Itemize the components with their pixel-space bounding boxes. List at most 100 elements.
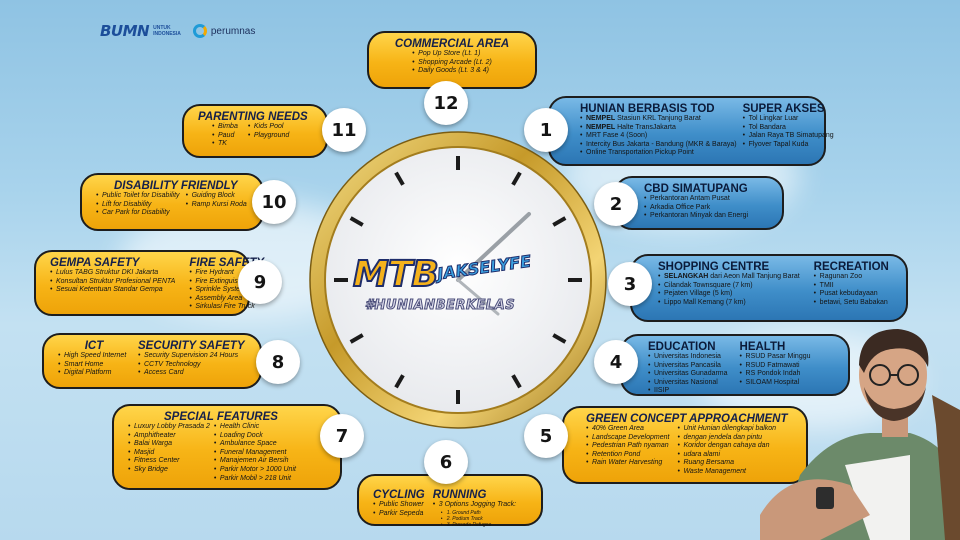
list-item: Pedestrian Path nyaman: [586, 442, 669, 451]
list-item: Public Toilet for Disability: [96, 192, 180, 201]
number-badge-10: 10: [252, 180, 296, 224]
item-list: Luxury Lobby Prasada 2 Amphitheater Bala…: [128, 423, 210, 483]
panel-title: CBD SIMATUPANG: [644, 183, 748, 195]
list-item: Luxury Lobby Prasada 2: [128, 423, 210, 432]
list-item: Ambulance Space: [214, 440, 296, 449]
item-list: Universitas Indonesia Universitas Pancas…: [648, 353, 728, 396]
list-item: Parkir Mobil > 218 Unit: [214, 475, 296, 484]
list-item: Universitas Gunadarma: [648, 370, 728, 379]
mtb-brand: MTB JAKSELYFE #HUNIANBERKELAS: [345, 248, 545, 328]
number-badge-9: 9: [238, 260, 282, 304]
list-item: Koridor dengan cahaya dan: [677, 442, 776, 451]
list-item: Ramp Kursi Roda: [186, 201, 247, 210]
list-item: Paud: [212, 132, 238, 141]
number-badge-3: 3: [608, 262, 652, 306]
panel-special-features: SPECIAL FEATURES Luxury Lobby Prasada 2 …: [112, 404, 342, 490]
list-item: Parkir Motor > 1000 Unit: [214, 466, 296, 475]
list-item: Playground: [248, 132, 289, 141]
list-item: RS Pondok Indah: [740, 370, 811, 379]
item-list: Unit Hunian dilengkapi balkon dengan jen…: [677, 425, 776, 477]
list-item: TK: [212, 140, 238, 149]
number-badge-8: 8: [256, 340, 300, 384]
panel-education-health: EDUCATION Universitas Indonesia Universi…: [620, 334, 850, 396]
panel-title: RECREATION: [813, 261, 889, 273]
list-item: IISIP: [648, 387, 728, 396]
panel-title: ICT: [84, 340, 104, 352]
list-item: Funeral Management: [214, 449, 296, 458]
list-item: Pop Up Store (Lt. 1): [412, 50, 492, 59]
list-item: Fire Extinguisher: [189, 278, 264, 287]
list-item: Masjid: [128, 449, 210, 458]
panel-tod-super-akses: HUNIAN BERBASIS TOD NEMPEL Stasiun KRL T…: [548, 96, 834, 166]
item-list: 3 Options Jogging Track: 1. Ground Path …: [433, 501, 516, 528]
list-item: 3 Options Jogging Track:: [433, 501, 516, 510]
list-item: Balai Warga: [128, 440, 210, 449]
clock-tick: [511, 374, 522, 389]
list-item: Fire Hydrant: [189, 269, 264, 278]
minute-hand: [456, 212, 531, 282]
list-item: Smart Home: [58, 361, 130, 370]
list-item: Manajemen Air Bersih: [214, 457, 296, 466]
clock-ticks: [334, 156, 582, 404]
panel-title: HUNIAN BERBASIS TOD: [580, 103, 715, 115]
perumnas-icon: [192, 24, 207, 38]
list-item: Online Transportation Pickup Point: [580, 149, 737, 158]
number-badge-6: 6: [424, 440, 468, 484]
list-item: Universitas Indonesia: [648, 353, 728, 362]
list-item: Lulus TABG Struktur DKI Jakarta: [50, 269, 175, 278]
panel-title: HEALTH: [739, 341, 786, 353]
list-item: Perkantoran Antam Pusat: [644, 195, 768, 204]
list-item: RSUD Pasar Minggu: [740, 353, 811, 362]
list-item: Guiding Block: [186, 192, 247, 201]
panel-title: DISABILITY FRIENDLY: [114, 180, 238, 192]
panel-gempa-fire-safety: GEMPA SAFETY Lulus TABG Struktur DKI Jak…: [34, 250, 264, 316]
item-list: Perkantoran Antam Pusat Arkadia Office P…: [644, 195, 768, 221]
item-list: Pop Up Store (Lt. 1) Shopping Arcade (Lt…: [412, 50, 492, 76]
panel-title: RUNNING: [432, 489, 487, 501]
list-item: High Speed Internet: [58, 352, 130, 361]
list-item: Retention Pond: [586, 451, 669, 460]
list-item: Sesuai Ketentuan Standar Gempa: [50, 286, 175, 295]
list-item: Lippo Mall Kemang (7 km): [658, 299, 800, 308]
list-item: Pejaten Village (5 km): [658, 290, 800, 299]
list-item: SELANGKAH dari Aeon Mall Tanjung Barat: [658, 273, 800, 282]
list-item: Sirkulasi Fire Truck: [189, 303, 264, 312]
panel-green-concept: GREEN CONCEPT APPROACHMENT 40% Green Are…: [562, 406, 808, 484]
list-item: Waste Management: [677, 468, 776, 477]
item-list: NEMPEL Stasiun KRL Tanjung BaratNEMPEL H…: [580, 115, 737, 158]
item-list: Security Supervision 24 Hours CCTV Techn…: [138, 352, 245, 378]
panel-disability-friendly: DISABILITY FRIENDLY Public Toilet for Di…: [80, 173, 264, 231]
clock-tick: [552, 216, 567, 227]
list-item: Fitness Center: [128, 457, 210, 466]
list-item: udara alami: [677, 451, 776, 460]
list-item: Pusat kebudayaan: [814, 290, 889, 299]
list-item: Tol Bandara: [743, 124, 834, 133]
list-item: RSUD Fatmawati: [740, 362, 811, 371]
list-item: NEMPEL Stasiun KRL Tanjung Barat: [580, 115, 737, 124]
number-badge-1: 1: [524, 108, 568, 152]
list-item: Bimba: [212, 123, 238, 132]
list-item: Intercity Bus Jakarta - Bandung (MKR & B…: [580, 141, 737, 150]
panel-shopping-recreation: SHOPPING CENTRE SELANGKAH dari Aeon Mall…: [630, 254, 908, 322]
item-list: Guiding Block Ramp Kursi Roda: [186, 192, 247, 218]
list-item: Unit Hunian dilengkapi balkon: [677, 425, 776, 434]
item-list: High Speed Internet Smart Home Digital P…: [58, 352, 130, 378]
list-item: Health Clinic: [214, 423, 296, 432]
list-item: Sprinkle System: [189, 286, 264, 295]
list-item: dengan jendela dan pintu: [677, 434, 776, 443]
list-item: 3. Prasada Refugee: [433, 522, 516, 528]
list-item: Sky Bridge: [128, 466, 210, 475]
list-item: Ruang Bersama: [677, 459, 776, 468]
panel-title: EDUCATION: [648, 341, 716, 353]
clock-tick: [552, 333, 567, 344]
list-item: TMII: [814, 282, 889, 291]
list-item: Tol Lingkar Luar: [743, 115, 834, 124]
item-list: Lulus TABG Struktur DKI Jakarta Konsulta…: [50, 269, 175, 295]
list-item: Konsultan Struktur Profesional PENTA: [50, 278, 175, 287]
brand-tag: #HUNIANBERKELAS: [364, 298, 516, 314]
number-badge-4: 4: [594, 340, 638, 384]
item-list: Bimba Paud TK: [212, 123, 238, 149]
list-item: Amphitheater: [128, 432, 210, 441]
list-item: NEMPEL Halte TransJakarta: [580, 124, 737, 133]
